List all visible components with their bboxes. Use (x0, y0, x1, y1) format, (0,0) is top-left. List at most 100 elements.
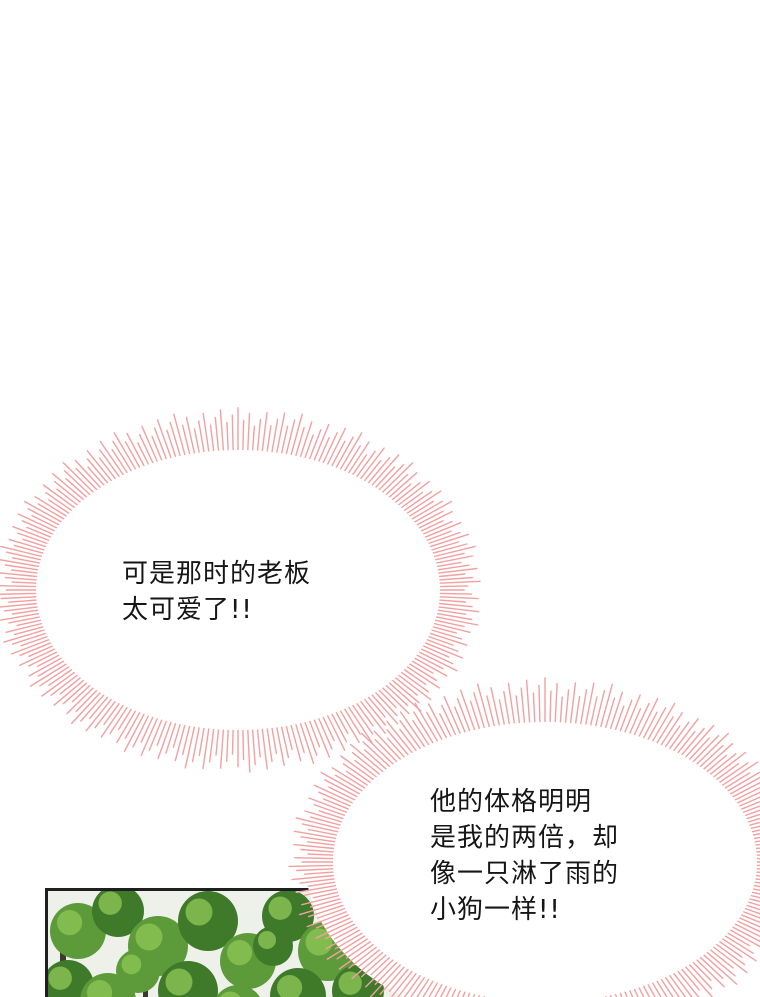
bubble2-ray (744, 809, 760, 817)
bubble2-ray (706, 951, 736, 977)
bubble1-ray (126, 432, 145, 467)
bubble2-ray (469, 700, 481, 730)
bubble2-ray (709, 753, 737, 775)
bubble2-ray (486, 695, 495, 727)
bubble1-ray (400, 671, 429, 693)
bubble1-ray (271, 418, 279, 453)
bubble1-ray (56, 488, 79, 506)
bubble1-ray (266, 425, 272, 453)
bubble2-ray (721, 938, 757, 962)
bubble2-ray (664, 976, 680, 997)
bubble1-ray (99, 449, 121, 478)
bubble1-ray (75, 689, 98, 713)
foliage-highlight (98, 891, 122, 915)
bubble2-ray (740, 800, 760, 810)
bubble2-ray (715, 943, 746, 966)
bubble2-ray (734, 786, 760, 801)
bubble1-ray (109, 706, 129, 735)
bubble1-ray (266, 727, 273, 763)
bubble2-ray (660, 978, 674, 997)
bubble1-ray (251, 728, 256, 766)
bubble1-ray (348, 441, 370, 474)
bubble1-ray (103, 702, 121, 725)
bubble2-ray (350, 743, 384, 773)
bubble1-ray (231, 729, 234, 755)
bubble2-ray (755, 874, 760, 877)
bubble1-ray (339, 432, 363, 470)
bubble2-ray (293, 830, 337, 840)
bubble2-ray (754, 843, 760, 846)
bubble2-ray (688, 737, 710, 761)
bubble1-ray (140, 717, 159, 757)
bubble1-ray (343, 445, 361, 472)
bubble1-ray (427, 531, 461, 545)
bubble2-ray (456, 697, 471, 732)
bubble2-ray (301, 823, 339, 833)
bubble1-ray (276, 726, 285, 766)
bubble1-ray (397, 674, 432, 701)
bubble2-ray (328, 786, 356, 801)
bubble1-ray (359, 447, 385, 480)
bubble2-ray (696, 732, 729, 765)
bubble2-ray (386, 720, 413, 754)
bubble1-ray (304, 721, 318, 756)
bubble1-ray (219, 409, 225, 452)
bubble1-ray (71, 684, 91, 703)
bubble1-ray (427, 635, 454, 646)
bubble1-ray (285, 725, 293, 751)
bubble1-ray (231, 414, 234, 451)
bubble2-ray (692, 734, 720, 763)
bubble2-ray (520, 687, 526, 724)
bubble1-ray (85, 698, 113, 732)
bubble2-ray (681, 727, 705, 756)
bubble2-ray (549, 690, 552, 723)
bubble2-ray (745, 904, 760, 911)
bubble1-ray (439, 585, 469, 588)
bubble1-ray (137, 442, 150, 466)
bubble2-ray (399, 728, 417, 752)
bubble1-ray (256, 418, 262, 452)
bubble2-ray (656, 980, 668, 997)
bubble-2-line-4: 小狗一样!! (430, 895, 561, 925)
foliage-highlight (277, 975, 303, 997)
bubble1-ray (156, 720, 168, 746)
bubble2-ray (724, 935, 754, 954)
bubble2-ray (727, 771, 760, 792)
bubble1-ray (75, 467, 98, 491)
bubble1-ray (29, 663, 68, 687)
foliage-highlight (135, 923, 163, 951)
bubble2-ray (564, 689, 570, 724)
foliage-highlight (165, 968, 193, 996)
bubble1-ray (433, 622, 471, 633)
bubble2-ray (750, 894, 760, 899)
bubble1-ray (331, 713, 348, 743)
bubble1-ray (435, 555, 474, 564)
bubble1-ray (430, 541, 459, 551)
bubble2-ray (738, 796, 760, 807)
bubble2-ray (324, 779, 358, 798)
bubble2-ray (345, 770, 369, 786)
bubble1-ray (426, 638, 459, 653)
bubble1-ray (99, 440, 125, 476)
bubble2-ray (724, 772, 751, 789)
bubble-1-line-1: 可是那时的老板 (122, 559, 312, 589)
bubble2-ray (664, 725, 681, 748)
bubble2-ray (307, 853, 334, 856)
foliage-highlight (258, 931, 276, 949)
bubble1-ray (28, 651, 58, 667)
bubble1-ray (148, 719, 163, 752)
bubble2-ray (386, 737, 406, 758)
bubble1-ray (437, 564, 470, 571)
bubble1-ray (11, 557, 41, 564)
bubble1-ray (65, 478, 88, 498)
bubble2-ray (320, 771, 361, 795)
bubble1-ray (28, 657, 63, 677)
bubble1-ray (86, 450, 113, 482)
bubble2-ray (331, 767, 366, 789)
bubble2-ray (569, 682, 577, 724)
bubble2-ray (503, 690, 510, 725)
bubble2-ray (307, 881, 336, 887)
bubble2-ray (413, 711, 434, 744)
bubble1-ray (385, 684, 409, 707)
